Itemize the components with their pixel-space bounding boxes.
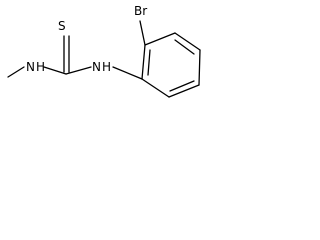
atom-hydrogen-right: H [102,60,111,74]
molecule-structure: S Br N H N H [7,4,201,98]
ring-bond-1 [141,78,170,98]
atom-bromine: Br [134,4,147,18]
ring-double-3 [147,49,151,76]
bond-lines [7,20,201,98]
atom-sulfur: S [58,19,66,33]
atom-nitrogen-left: N [26,60,35,74]
bond-ring-br [139,20,146,46]
ring-bond-5 [144,32,176,46]
ring-bond-6 [141,44,146,80]
ring-bond-2 [168,84,200,98]
ring-double-1 [169,80,195,92]
atom-nitrogen-right: N [92,60,101,74]
ring-bond-3 [198,49,201,86]
ring-double-2 [174,39,195,55]
bond-c-n [65,66,92,75]
atom-hydrogen-left: H [36,60,45,74]
bond-methyl-n [7,66,25,78]
structure-canvas: S Br N H N H [0,0,216,108]
bond-n-ring [112,66,143,80]
bond-n-c [43,66,67,75]
ring-bond-4 [174,32,201,51]
